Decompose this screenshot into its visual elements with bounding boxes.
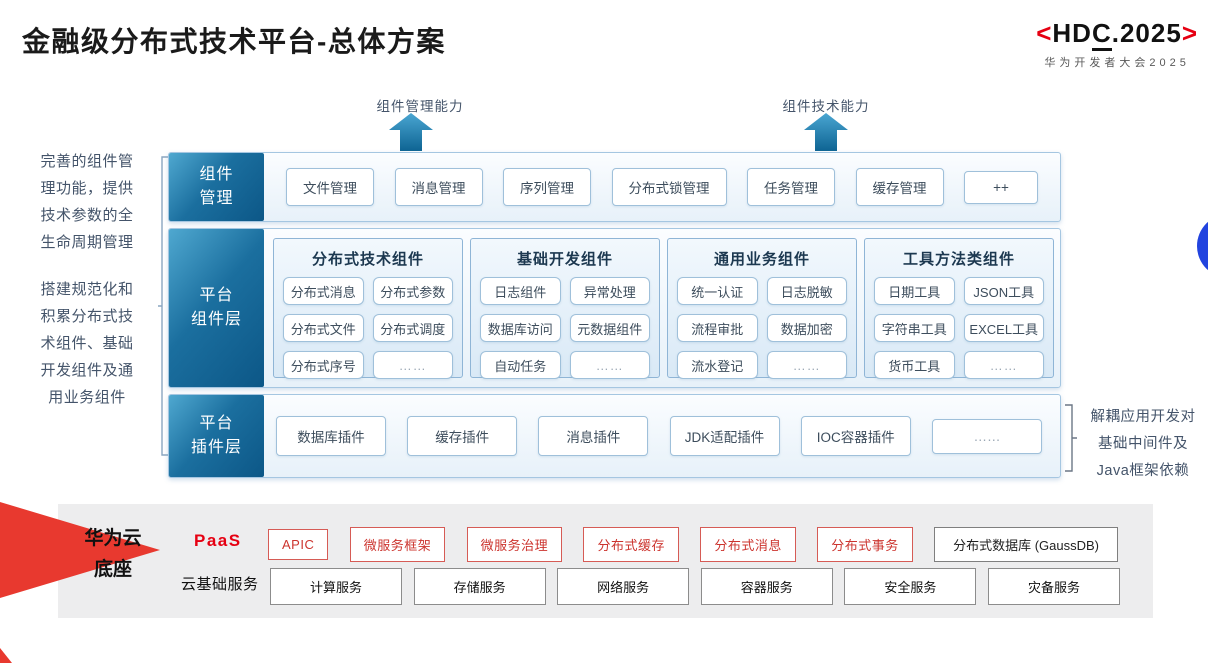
logo-c-underlined: C [1091,18,1112,51]
component-item: 字符串工具 [874,314,955,342]
component-item: 自动任务 [480,351,561,379]
paas-label: PaaS [194,531,242,550]
group-common-business: 通用业务组件 统一认证日志脱敏流程审批数据加密流水登记 …… [667,238,857,379]
paas-service-item: APIC [268,528,329,560]
logo-right-angle-icon: > [1181,18,1198,48]
management-item: 分布式锁管理 [611,168,727,206]
cloud-service-item: 容器服务 [700,568,833,605]
group-title: 基础开发组件 [516,251,613,268]
red-corner-decoration [0,648,12,663]
component-item: 分布式文件 [283,314,364,342]
component-item: 统一认证 [677,277,758,305]
component-item: 元数据组件 [569,314,650,342]
paas-service-item: 分布式缓存 [583,526,679,562]
paas-services-row: APIC 微服务框架微服务治理分布式缓存分布式消息分布式事务分布式数据库 (Gau… [268,526,1118,562]
management-item: ++ [964,170,1038,204]
hdc-logo-subtitle: 华为开发者大会2025 [1044,57,1190,69]
logo-year: .2025 [1111,18,1182,48]
plugin-items: 数据库插件缓存插件消息插件 JDK适配插件 IOC容器插件 …… [276,395,1042,477]
component-item: …… [766,351,847,379]
plugin-item: 数据库插件 [276,416,386,456]
logo-left-angle-icon: < [1036,18,1053,48]
gaussdb-item: 分布式数据库 (GaussDB) [934,526,1118,562]
component-item: 异常处理 [569,277,650,305]
right-bracket [1065,404,1077,472]
cloud-service-item: 存储服务 [413,568,546,605]
technical-capability-label: 组件技术能力 [782,99,870,114]
page-title: 金融级分布式技术平台-总体方案 [22,26,446,57]
component-item: 日志脱敏 [766,277,847,305]
annotation-components: 搭建规范化和 积累分布式技 术组件、基础 开发组件及通 用业务组件 [40,281,134,406]
component-item: 流水登记 [677,351,758,379]
component-item: 数据库访问 [480,314,561,342]
component-groups: 分布式技术组件 分布式消息分布式参数分布式文件分布式调度分布式序号 …… 基础开发… [273,238,1054,379]
paas-service-item: 微服务治理 [466,526,563,562]
cloud-service-item: 安全服务 [844,568,977,605]
group-basic-dev: 基础开发组件 日志组件异常处理数据库访问元数据组件自动任务 …… [470,238,660,379]
component-item: 分布式参数 [372,277,453,305]
cloud-basic-services-label: 云基础服务 [181,576,259,593]
component-item: 日志组件 [480,277,561,305]
component-item: …… [569,351,650,379]
layer-component-management: 组件 管理 文件管理消息管理序列管理分布式锁管理任务管理缓存管理 ++ [168,152,1061,222]
group-title: 工具方法类组件 [902,251,1015,268]
paas-service-item: 微服务框架 [349,526,446,562]
group-tool-methods: 工具方法类组件 日期工具 JSON工具字符串工具 EXCEL工具货币工具 …… [864,238,1054,379]
plugin-item: 缓存插件 [407,416,518,456]
layer-platform-plugins: 平台 插件层 数据库插件缓存插件消息插件 JDK适配插件 IOC容器插件 …… [168,394,1061,478]
hdc-logo-text: <HDC.2025> [1036,18,1198,51]
cloud-service-item: 网络服务 [557,568,690,605]
edge-circle-decoration [1197,214,1208,278]
component-item: 分布式序号 [283,351,364,379]
layer-label-platform-plugins: 平台 插件层 [169,395,264,477]
hdc-logo: <HDC.2025> 华为开发者大会2025 [1036,18,1198,70]
layer-label-component-management: 组件 管理 [169,153,264,221]
layer-label-platform-components: 平台 组件层 [169,229,264,387]
management-item: 消息管理 [394,168,483,206]
plugin-item: …… [931,418,1042,454]
paas-service-item: 分布式消息 [700,526,796,562]
plugin-item: IOC容器插件 [800,416,911,456]
management-capability-label: 组件管理能力 [376,99,464,114]
plugin-item: 消息插件 [538,416,649,456]
component-item: 货币工具 [874,351,955,379]
management-items: 文件管理消息管理序列管理分布式锁管理任务管理缓存管理 ++ [286,153,1038,221]
group-title: 分布式技术组件 [311,251,424,268]
component-item: 流程审批 [677,314,758,342]
paas-service-item: 分布式事务 [817,526,913,562]
left-bracket [158,156,169,456]
cloud-service-item: 计算服务 [270,568,402,605]
huawei-cloud-base-label: 华为云 底座 [84,528,142,580]
component-item: 日期工具 [874,277,955,305]
management-item: 任务管理 [747,168,835,206]
management-item: 缓存管理 [855,168,944,206]
component-item: EXCEL工具 [963,314,1044,342]
up-arrow-icon [389,113,433,151]
layer-platform-components: 平台 组件层 分布式技术组件 分布式消息分布式参数分布式文件分布式调度分布式序号… [168,228,1061,388]
group-distributed-tech: 分布式技术组件 分布式消息分布式参数分布式文件分布式调度分布式序号 …… [273,238,463,379]
plugin-item: JDK适配插件 [669,416,780,456]
component-item: 分布式调度 [372,314,453,342]
logo-hd: HD [1052,18,1092,48]
component-item: JSON工具 [963,277,1044,305]
component-item: …… [963,351,1044,379]
cloud-services-row: 计算服务存储服务网络服务容器服务安全服务灾备服务 [270,568,1120,605]
cloud-service-item: 灾备服务 [987,568,1120,605]
annotation-plugins: 解耦应用开发对 基础中间件及 Java框架依赖 [1090,409,1196,479]
management-item: 文件管理 [286,168,374,206]
up-arrow-icon [804,113,848,151]
component-item: 分布式消息 [283,277,364,305]
group-title: 通用业务组件 [713,251,810,268]
annotation-management: 完善的组件管 理功能，提供 技术参数的全 生命周期管理 [40,153,134,251]
management-item: 序列管理 [503,168,591,206]
component-item: 数据加密 [766,314,847,342]
component-item: …… [372,351,453,379]
